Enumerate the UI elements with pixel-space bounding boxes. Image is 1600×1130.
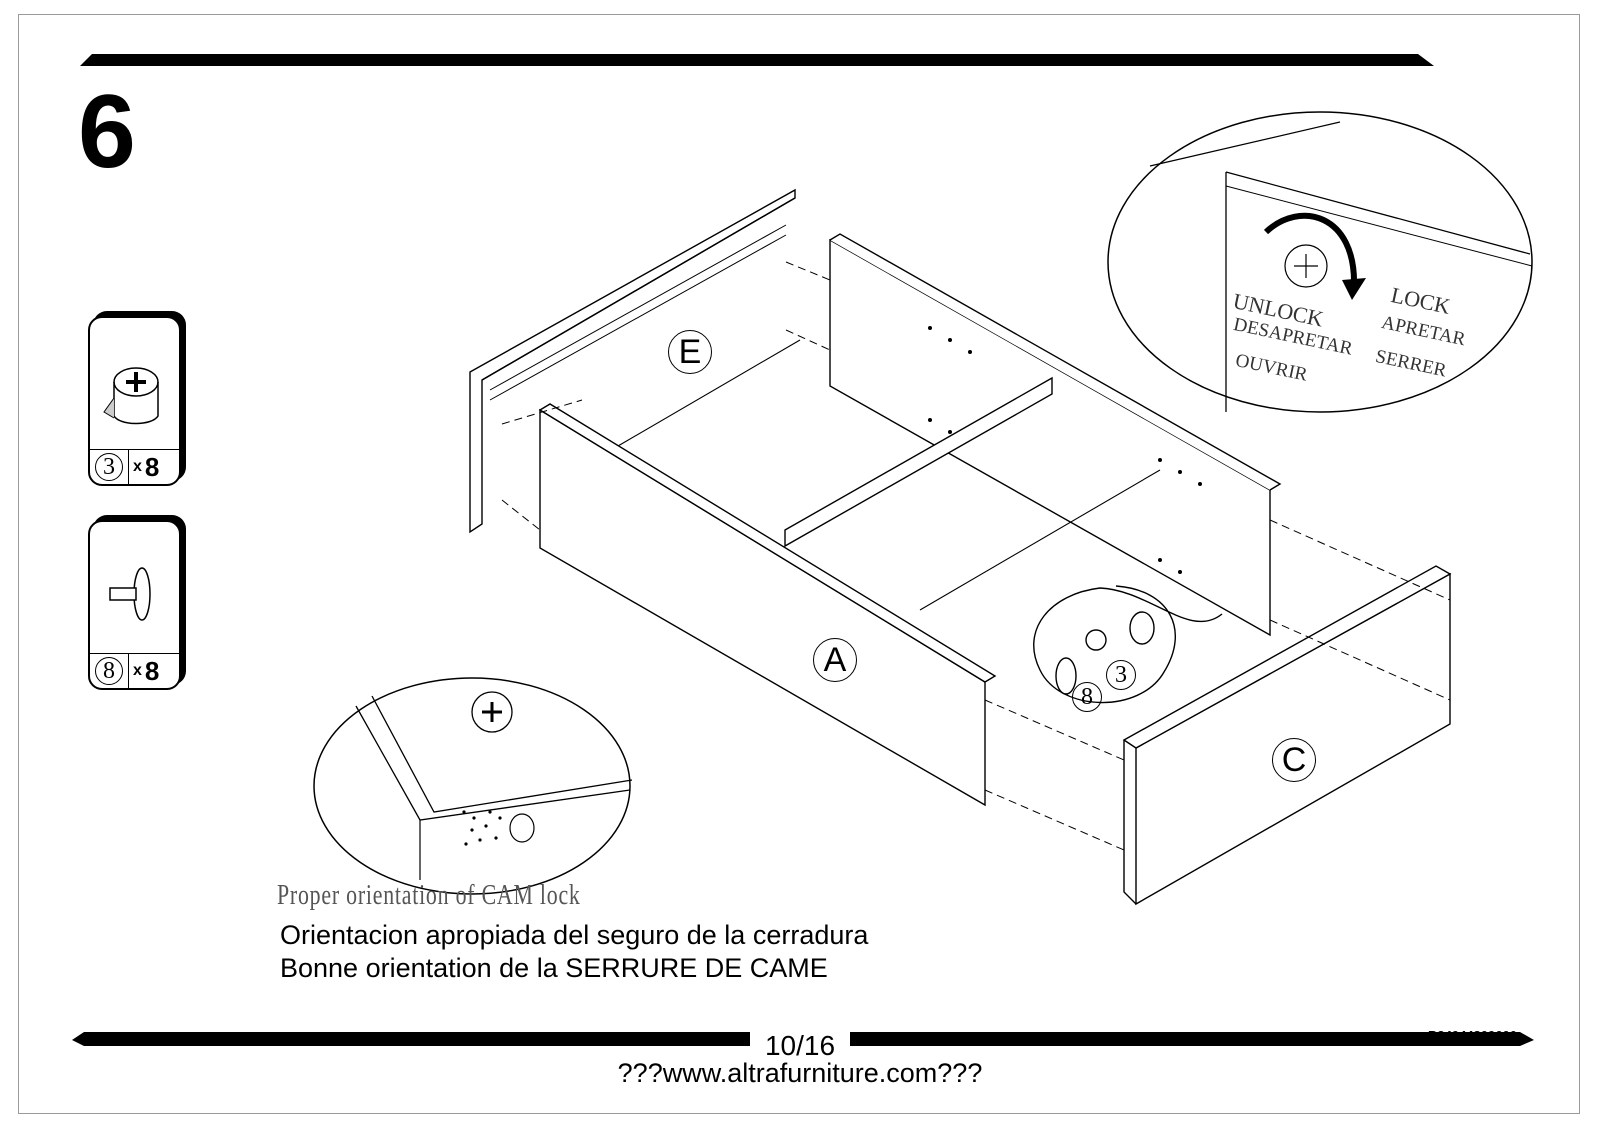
side-panel-right — [829, 238, 1271, 637]
header-bar — [80, 54, 1434, 66]
caption-spanish: Orientacion apropiada del seguro de la c… — [280, 920, 869, 950]
website-url: ???www.altrafurniture.com??? — [617, 1058, 983, 1088]
divider-panel — [784, 376, 1053, 548]
part-quantity: 8 — [144, 655, 160, 686]
panel-e-label: E — [668, 330, 712, 374]
page-number: 10/16 — [750, 1031, 850, 1061]
part-id-label: 3 — [95, 453, 123, 481]
times-sign: x — [133, 662, 142, 679]
caption-english: Proper orientation of CAM lock — [277, 880, 581, 911]
times-sign: x — [133, 458, 142, 475]
cam-bolt-icon — [109, 567, 151, 621]
caption-french: Bonne orientation de la SERRURE DE CAME — [280, 953, 828, 983]
inset-bolt-label: 8 — [1072, 682, 1102, 712]
panel-a-label: A — [813, 638, 857, 682]
cam-orientation-zoom — [313, 677, 633, 895]
part-quantity: 8 — [144, 451, 160, 482]
lock-direction-zoom — [1107, 111, 1533, 413]
inset-cam-label: 3 — [1106, 660, 1136, 690]
part-id-label: 8 — [95, 657, 123, 685]
step-number: 6 — [78, 74, 136, 190]
drawer-parts — [469, 188, 1452, 906]
page-frame — [18, 14, 1580, 1114]
cam-lock-icon — [103, 367, 159, 425]
panel-c-label: C — [1272, 738, 1316, 782]
cam-inset-bubble — [1033, 585, 1223, 704]
product-code: B34944809600 — [1428, 1028, 1517, 1043]
